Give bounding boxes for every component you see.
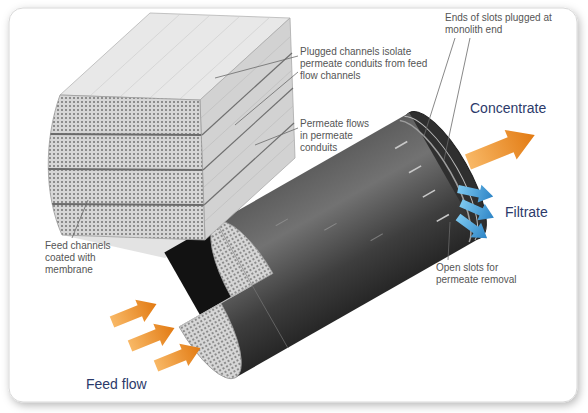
cut-edge (179, 285, 252, 327)
open-slot (423, 190, 435, 197)
annotation-label: Feed channels coated with membrane (45, 240, 115, 276)
leader-lines (72, 38, 470, 260)
flow-label: Feed flow (86, 376, 176, 393)
leader-line (255, 128, 298, 145)
leader-line (72, 200, 88, 238)
leader-line (215, 56, 298, 78)
channel-line (204, 140, 294, 222)
plugged-rows (40, 134, 210, 205)
feed-arrow (126, 317, 179, 357)
concentrate-arrow (462, 120, 541, 177)
filtrate-arrows (453, 180, 498, 245)
open-slot (409, 166, 421, 173)
section-side (200, 18, 295, 240)
annotation-label: Open slots for permeate removal (436, 262, 531, 286)
body-slot (324, 223, 336, 230)
flow-label: Filtrate (505, 204, 575, 221)
plug-ring (400, 111, 485, 242)
plug-ring (405, 107, 493, 240)
channel-line (203, 106, 293, 188)
plugged-row (203, 88, 293, 170)
cut-edge (216, 223, 287, 348)
channel-line (180, 17, 270, 99)
leader-line (235, 72, 298, 125)
body-slot (371, 234, 383, 241)
feed-arrow (152, 337, 205, 377)
annotation-label: Plugged channels isolate permeate condui… (300, 46, 428, 82)
leader-line (444, 38, 470, 160)
channel-line (201, 36, 291, 118)
feed-arrow (108, 293, 161, 333)
body-slot (276, 219, 288, 226)
channel-line (202, 70, 292, 152)
plugged-row (40, 134, 210, 135)
frame (9, 8, 577, 402)
feed-arrows (108, 293, 205, 377)
annotation-label: Ends of slots plugged at monolith end (445, 12, 565, 36)
magnified-section (40, 13, 295, 240)
annotation-label: Permeate flows in permeate conduits (300, 118, 378, 154)
filtrate-arrow (453, 210, 493, 246)
flow-label: Concentrate (470, 100, 570, 117)
section-face (48, 95, 205, 240)
plugged-row (40, 169, 210, 170)
leader-line (448, 222, 450, 260)
open-slot (437, 214, 449, 221)
leader-line (424, 38, 455, 136)
plugged-row (40, 204, 210, 205)
open-slot (395, 142, 407, 149)
plugged-row (202, 53, 292, 135)
